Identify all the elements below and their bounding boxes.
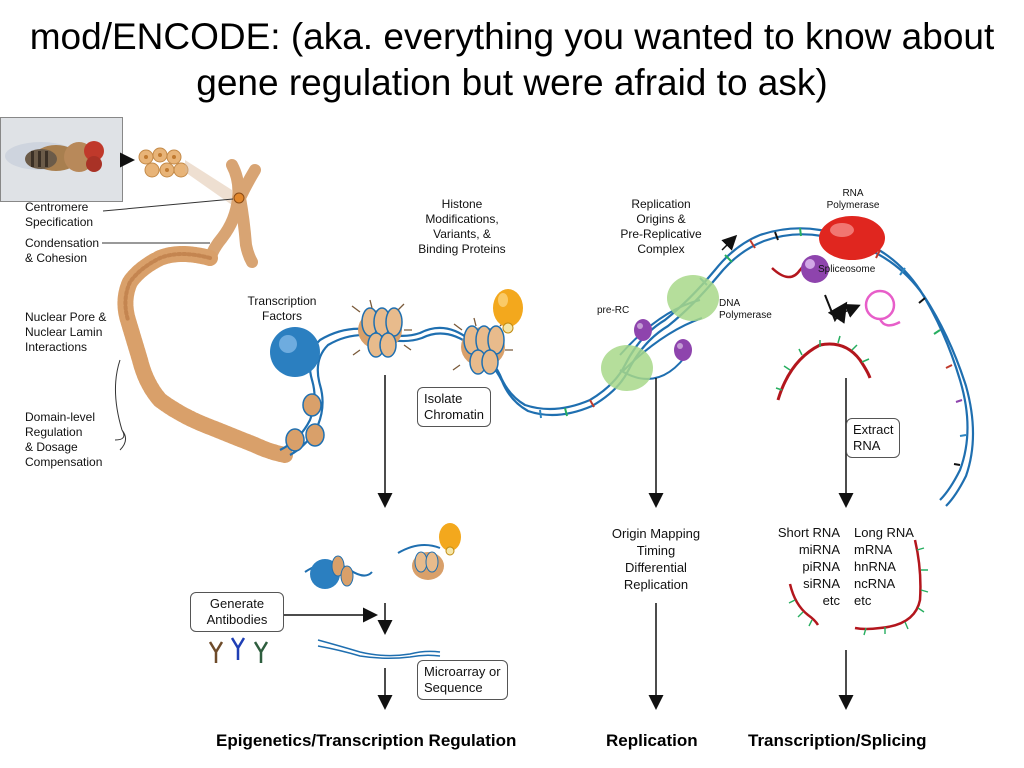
dna-fragment <box>317 639 441 660</box>
binding-protein <box>493 289 523 334</box>
spliceosome <box>771 255 829 283</box>
label-pre-rc: pre-RC <box>597 305 630 316</box>
transcription-factor <box>270 327 320 377</box>
footer-epigenetics: Epigenetics/Transcription Regulation <box>216 731 517 750</box>
bottom-tf <box>304 555 373 589</box>
short-rna-strand <box>788 583 820 627</box>
chromatin-fiber <box>117 246 293 463</box>
short-rna-list: Short RNA miRNA piRNA siRNA etc <box>777 525 840 608</box>
label-spliceosome: Spliceosome <box>818 264 876 275</box>
label-replication-origins: Replication Origins & Pre-Replicative Co… <box>620 197 702 256</box>
dna-rungs <box>539 227 967 466</box>
nucleosome-cluster-1 <box>351 299 412 358</box>
label-dna-polymerase: DNA Polymerase <box>719 298 772 321</box>
label-domain-level: Domain-level Regulation & Dosage Compens… <box>25 410 103 469</box>
long-rna-list: Long RNA mRNA hnRNA ncRNA etc <box>854 525 914 608</box>
embryo-cells <box>138 147 189 178</box>
microarray-box: Microarray or Sequence <box>417 660 508 700</box>
isolate-chromatin-box: Isolate Chromatin <box>417 387 491 427</box>
label-histone: Histone Modifications, Variants, & Bindi… <box>418 197 506 256</box>
label-condensation: Condensation & Cohesion <box>25 236 100 265</box>
long-rna-strand <box>854 539 929 636</box>
slide-title: mod/ENCODE: (aka. everything you wanted … <box>29 16 995 103</box>
lariat <box>864 289 901 327</box>
footer-transcription: Transcription/Splicing <box>748 731 927 750</box>
bottom-nucleosome <box>397 523 461 580</box>
replication-complexes <box>601 275 719 391</box>
rna-polymerase <box>819 216 885 260</box>
label-transcription-factors: Transcription Factors <box>247 294 317 323</box>
label-centromere: Centromere Specification <box>25 200 94 229</box>
label-nuclear-pore: Nuclear Pore & Nuclear Lamin Interaction… <box>25 310 107 354</box>
nucleosomes-lower <box>285 393 325 452</box>
replication-methods: Origin Mapping Timing Differential Repli… <box>611 526 701 592</box>
nucleosome-cluster-2 <box>452 317 513 375</box>
label-rna-polymerase: RNA Polymerase <box>826 188 880 211</box>
footer-replication: Replication <box>606 731 698 750</box>
fly-photo <box>0 117 123 202</box>
chromosome <box>204 159 261 268</box>
antibodies <box>208 637 269 663</box>
extract-rna-box: Extract RNA <box>846 418 901 458</box>
spliced-rna <box>775 335 872 401</box>
generate-antibodies-box: Generate Antibodies <box>190 592 284 632</box>
